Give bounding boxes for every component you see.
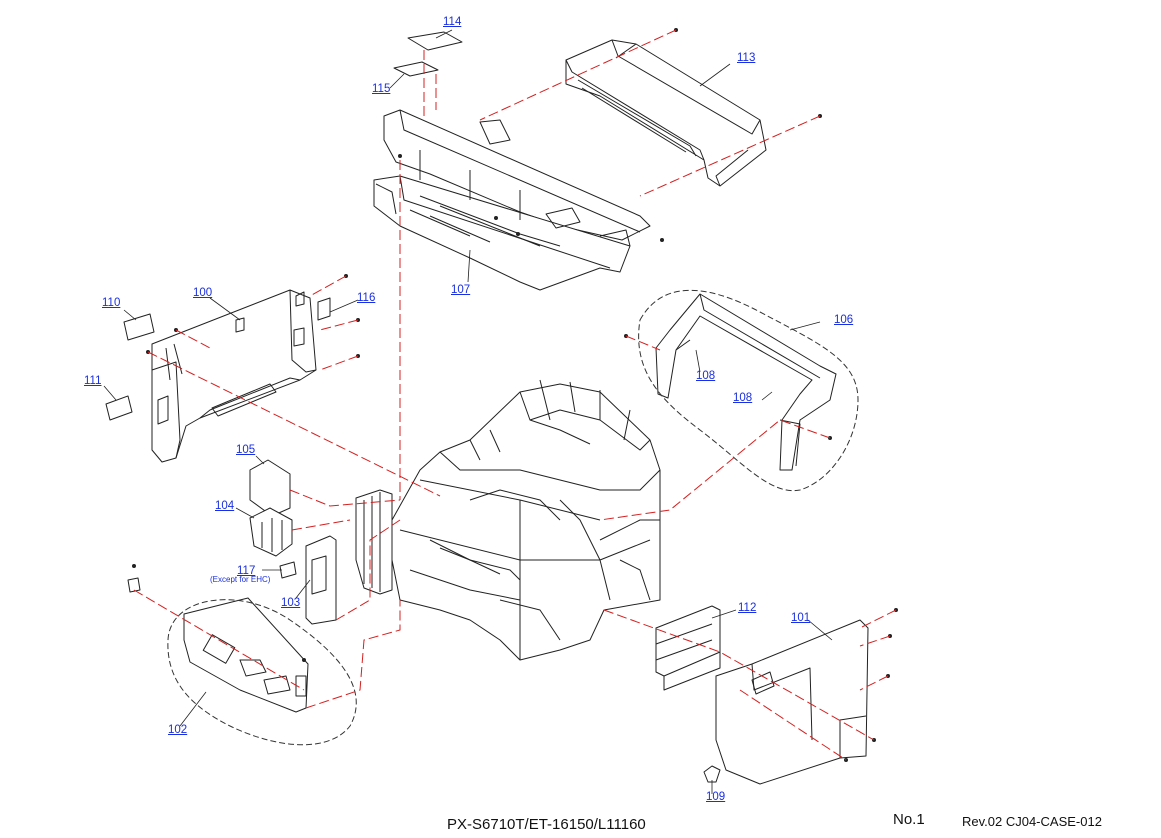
assembly-guide-lines xyxy=(133,29,897,761)
part-link-116[interactable]: 116 xyxy=(357,292,376,304)
page-number: No.1 xyxy=(893,811,925,828)
part-115-label xyxy=(393,61,439,77)
part-link-104[interactable]: 104 xyxy=(215,500,235,512)
part-117-board xyxy=(279,561,297,579)
part-110-label xyxy=(123,313,155,341)
part-114-label xyxy=(407,31,463,51)
part-102-front-panel xyxy=(183,597,309,713)
leader-lines xyxy=(103,29,833,794)
part-link-108-a[interactable]: 108 xyxy=(696,370,716,382)
revision-code: Rev.02 CJ04-CASE-012 xyxy=(962,814,1102,829)
part-link-103[interactable]: 103 xyxy=(281,597,301,609)
part-117-note: (Except for EHC) xyxy=(210,575,271,584)
part-link-108-b[interactable]: 108 xyxy=(733,392,753,404)
part-link-106[interactable]: 106 xyxy=(834,314,854,326)
part-link-115[interactable]: 115 xyxy=(372,83,391,95)
part-link-100[interactable]: 100 xyxy=(193,287,213,299)
model-caption: PX-S6710T/ET-16150/L11160 xyxy=(447,816,646,833)
part-112-plates xyxy=(655,605,721,691)
part-109-hook xyxy=(703,765,721,783)
ink-tank-bracket xyxy=(355,489,393,595)
part-link-111[interactable]: 111 xyxy=(84,375,102,387)
part-link-113[interactable]: 113 xyxy=(737,52,756,64)
part-link-101[interactable]: 101 xyxy=(791,612,811,624)
part-link-109[interactable]: 109 xyxy=(706,791,726,803)
part-link-105[interactable]: 105 xyxy=(236,444,256,456)
part-link-102[interactable]: 102 xyxy=(168,724,188,736)
part-link-107[interactable]: 107 xyxy=(451,284,471,296)
part-link-112[interactable]: 112 xyxy=(738,602,757,614)
part-104-unit xyxy=(249,507,293,557)
part-106-rear-frame xyxy=(655,293,837,471)
part-link-110[interactable]: 110 xyxy=(102,297,121,309)
knob-part xyxy=(127,577,141,593)
part-100-left-frame xyxy=(151,289,317,463)
part-107-housing xyxy=(373,109,651,291)
part-103-panel-board xyxy=(305,535,337,625)
part-116-label xyxy=(317,297,331,321)
part-link-117[interactable]: 117 xyxy=(237,565,256,577)
part-102-group-outline xyxy=(167,599,357,746)
printer-main-body xyxy=(391,379,661,661)
part-105-cover xyxy=(249,459,291,517)
part-111-label xyxy=(105,395,133,421)
part-113-upper-cover xyxy=(565,39,767,187)
part-link-114[interactable]: 114 xyxy=(443,16,462,28)
